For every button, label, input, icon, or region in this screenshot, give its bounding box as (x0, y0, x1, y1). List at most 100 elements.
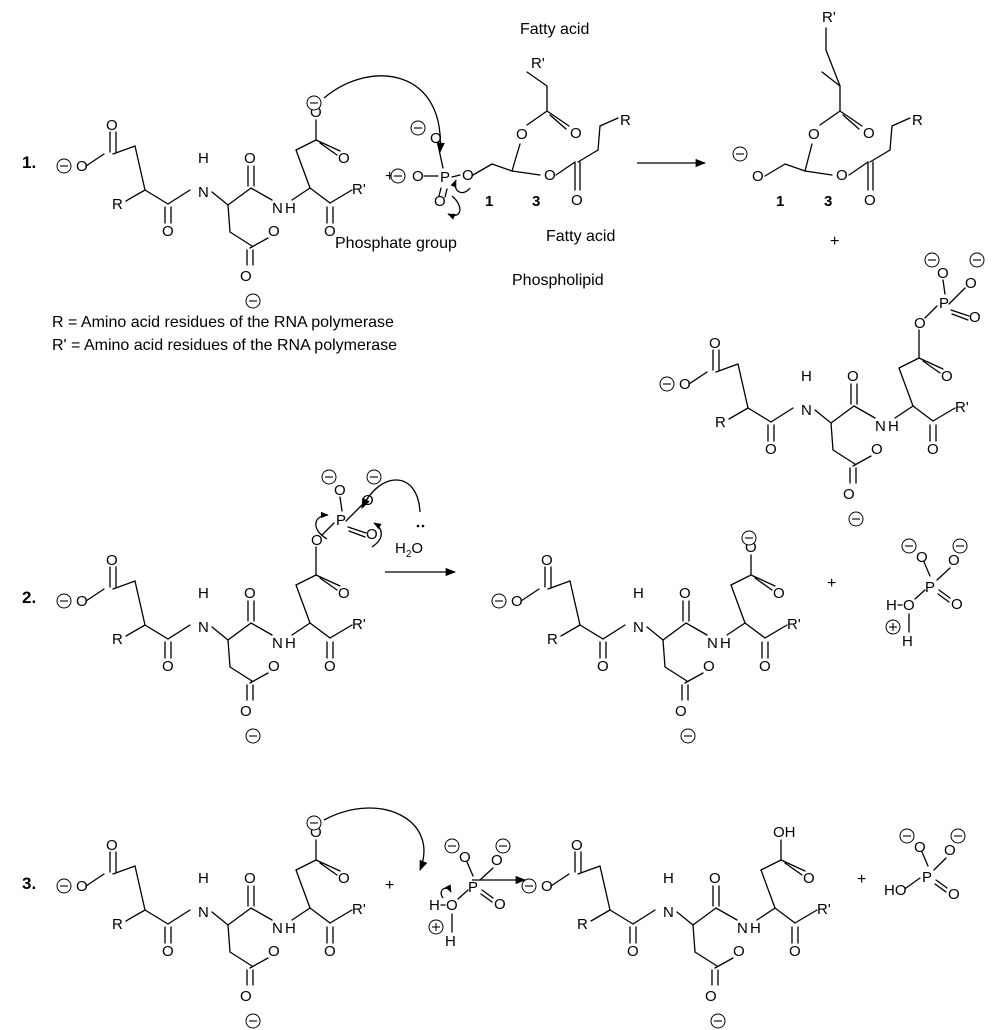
atom-h: H (902, 633, 913, 650)
atom-o: O (597, 658, 609, 675)
atom-o: O (106, 837, 118, 854)
atom-o: O (434, 193, 446, 210)
atom-o: O (244, 870, 256, 887)
negative-charge-icon (56, 158, 72, 174)
atom-o: O (948, 552, 960, 569)
atom-o: O (76, 593, 88, 610)
atom-o: O (745, 539, 757, 556)
atom-o: O (310, 824, 322, 841)
plus-sign: + (385, 877, 394, 894)
negative-charge-icon (901, 538, 917, 554)
atom-o: O (789, 943, 801, 960)
phosphoenzyme-product: O O R O H N O O O N H O P O O O O O R' (659, 252, 985, 527)
negative-charge-icon (306, 815, 322, 831)
atom-n: N (737, 920, 748, 937)
atom-h: H (285, 635, 296, 652)
atom-p: P (939, 295, 949, 312)
fatty-acid-label-bottom: Fatty acid (546, 228, 615, 245)
atom-h: H (198, 585, 209, 602)
atom-o: O (544, 167, 556, 184)
curved-arrow-water (361, 479, 421, 513)
atom-o: O (703, 658, 715, 675)
atom-o: O (162, 223, 174, 240)
atom-r: R (112, 631, 123, 648)
atom-o: O (709, 335, 721, 352)
negative-charge-icon (245, 1013, 261, 1029)
curved-arrow-po-reform (371, 522, 382, 548)
negative-charge-icon (306, 95, 322, 111)
atom-o: O (864, 192, 876, 209)
atom-n: N (198, 904, 209, 921)
atom-o: O (733, 943, 745, 960)
atom-r-prime: R' (352, 616, 366, 633)
atom-o: O (491, 852, 503, 869)
negative-charge-icon (321, 469, 337, 485)
diacylglycerol-product: O O O O R' O R 1 3 (732, 9, 923, 210)
negative-charge-icon (410, 120, 426, 136)
atom-o: O (914, 315, 926, 332)
atom-o: O (679, 585, 691, 602)
phosphoenzyme-reactant: O O R O H N O O O N H O P O O O O O R' (56, 469, 382, 744)
carbon-number-3: 3 (532, 193, 540, 210)
negative-charge-icon (491, 593, 507, 609)
atom-h: H (429, 897, 440, 914)
atom-o: O (462, 167, 474, 184)
atom-r-prime: R' (531, 55, 545, 72)
atom-o: O (948, 886, 960, 903)
atom-o: O (705, 988, 717, 1005)
atom-o: O (494, 896, 506, 913)
negative-charge-icon (659, 376, 675, 392)
plus-sign: + (385, 168, 394, 185)
atom-p: P (440, 169, 450, 186)
atom-o: O (240, 703, 252, 720)
atom-h: H (750, 920, 761, 937)
atom-r: R (715, 414, 726, 431)
atom-n: N (801, 402, 812, 419)
enzyme-active-site: O O R O H N O O O N H O O O R' (56, 95, 366, 309)
atom-h: H (888, 418, 899, 435)
atom-o: O (752, 168, 764, 185)
atom-o: O (916, 549, 928, 566)
atom-o: O (675, 703, 687, 720)
curved-arrow-pdo (447, 195, 461, 220)
step-label-2: 2. (22, 588, 36, 607)
atom-o: O (571, 837, 583, 854)
atom-r-prime: R' (352, 901, 366, 918)
atom-o: O (803, 870, 815, 887)
atom-o: O (759, 658, 771, 675)
negative-charge-icon (245, 293, 261, 309)
atom-h: H (285, 920, 296, 937)
carbon-number-3: 3 (824, 193, 832, 210)
negative-charge-icon (495, 838, 511, 854)
atom-o: O (310, 104, 322, 121)
atom-n: N (272, 200, 283, 217)
atom-p: P (922, 869, 932, 886)
negative-charge-icon (521, 878, 537, 894)
phosphate-oxonium-product: H O H P O O O (885, 538, 968, 650)
atom-o: O (843, 486, 855, 503)
atom-o: O (106, 552, 118, 569)
atom-o: O (914, 839, 926, 856)
curved-arrow-attack (323, 75, 445, 154)
atom-n: N (663, 904, 674, 921)
atom-o: O (847, 368, 859, 385)
atom-o: O (944, 842, 956, 859)
positive-charge-icon (885, 619, 901, 635)
atom-h: H (198, 870, 209, 887)
atom-p: P (336, 512, 346, 529)
atom-o: O (446, 897, 458, 914)
step-label-1: 1. (22, 153, 36, 172)
atom-o: O (162, 658, 174, 675)
negative-charge-icon (680, 728, 696, 744)
atom-o: O (338, 585, 350, 602)
atom-o: O (511, 593, 523, 610)
water-molecule: H2O (395, 524, 425, 560)
atom-h: H (198, 150, 209, 167)
atom-r: R (912, 112, 923, 129)
atom-o: O (76, 878, 88, 895)
svg-text:H2O: H2O (395, 540, 423, 560)
atom-o: O (268, 943, 280, 960)
atom-o: O (362, 492, 374, 509)
atom-r-prime: R' (817, 901, 831, 918)
